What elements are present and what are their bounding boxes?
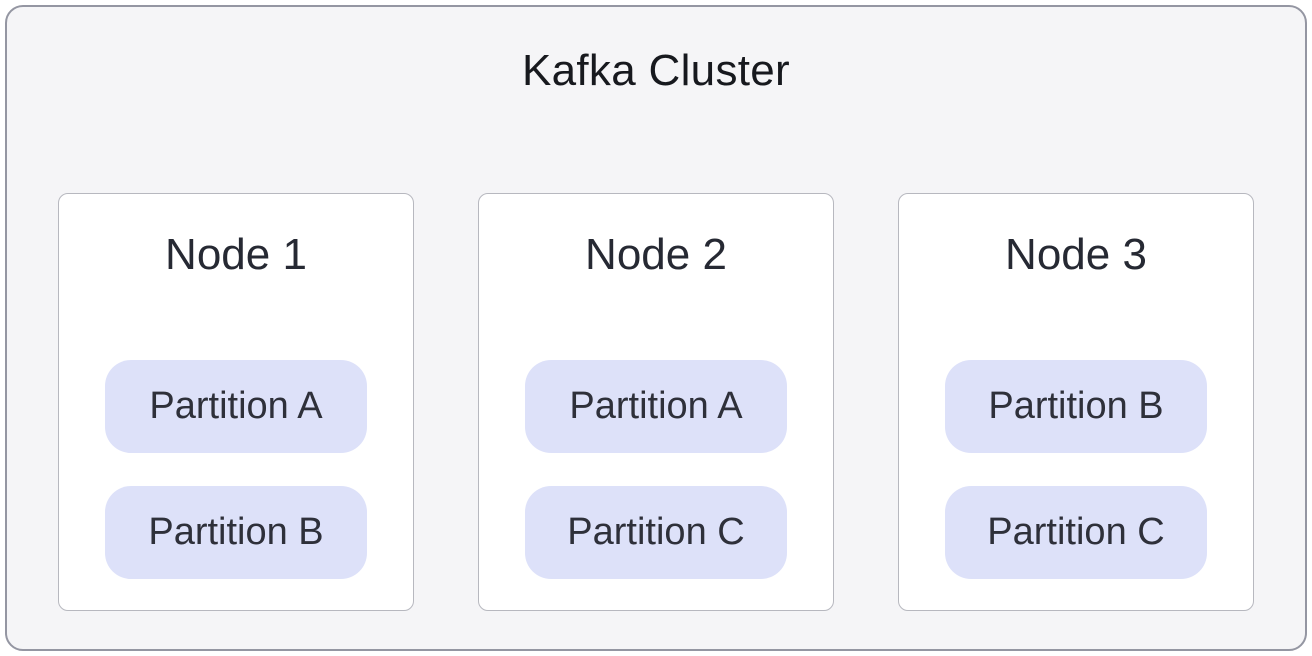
partition-pill: Partition A	[525, 360, 787, 453]
partition-pill: Partition C	[525, 486, 787, 579]
partition-pill: Partition B	[945, 360, 1207, 453]
cluster-title: Kafka Cluster	[521, 46, 790, 95]
node-card-2: Node 2 Partition A Partition C	[478, 193, 834, 611]
node-card-1: Node 1 Partition A Partition B	[58, 193, 414, 611]
partition-pill: Partition C	[945, 486, 1207, 579]
nodes-row: Node 1 Partition A Partition B Node 2 Pa…	[7, 193, 1305, 611]
node-1-title: Node 1	[165, 230, 307, 279]
node-3-title: Node 3	[1005, 230, 1147, 279]
node-2-title: Node 2	[585, 230, 727, 279]
node-2-partition-list: Partition A Partition C	[525, 360, 787, 579]
kafka-cluster-box: Kafka Cluster Node 1 Partition A Partiti…	[5, 5, 1307, 651]
node-1-partition-list: Partition A Partition B	[105, 360, 367, 579]
partition-pill: Partition B	[105, 486, 367, 579]
node-3-partition-list: Partition B Partition C	[945, 360, 1207, 579]
node-card-3: Node 3 Partition B Partition C	[898, 193, 1254, 611]
partition-pill: Partition A	[105, 360, 367, 453]
